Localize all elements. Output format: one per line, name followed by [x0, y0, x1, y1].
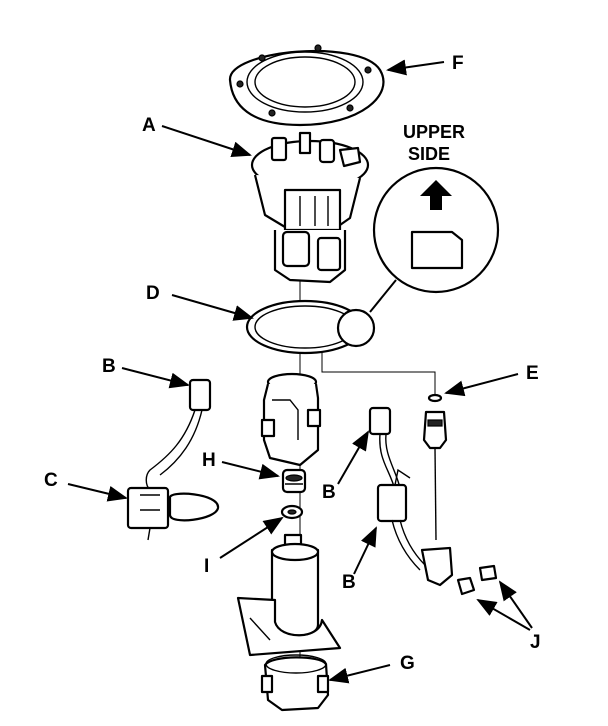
up-arrow-icon [420, 180, 452, 210]
upper-side-detail: UPPER SIDE [336, 122, 500, 348]
callout-labels: F A D B E H C B I B G J [44, 53, 541, 674]
right-harness [368, 406, 454, 587]
callout-g: G [400, 653, 415, 674]
callout-a: A [142, 115, 156, 136]
callout-f: F [452, 53, 464, 74]
callout-j: J [530, 632, 541, 653]
cushion-h [281, 468, 307, 494]
rubber-mount-i [280, 504, 304, 520]
callout-h: H [202, 450, 216, 471]
connector-e [422, 393, 448, 541]
upper-side-label-line2: SIDE [408, 144, 450, 164]
callout-e: E [526, 363, 539, 384]
left-harness [126, 378, 220, 541]
callout-i: I [204, 556, 209, 577]
upper-side-label-line1: UPPER [403, 122, 465, 142]
fuel-pump-motor [236, 533, 342, 657]
callout-b-bottom: B [342, 572, 356, 593]
gasket-ring-f [228, 44, 385, 127]
fuel-pump-assembly-a [250, 131, 370, 284]
callout-d: D [146, 283, 160, 304]
callout-c: C [44, 470, 58, 491]
leader-lines [67, 59, 533, 684]
callout-b-top-left: B [102, 356, 116, 377]
pump-holder-g [260, 654, 330, 712]
callout-b-middle: B [322, 482, 336, 503]
plugs-j [456, 564, 498, 596]
strainer-holder [260, 372, 322, 467]
